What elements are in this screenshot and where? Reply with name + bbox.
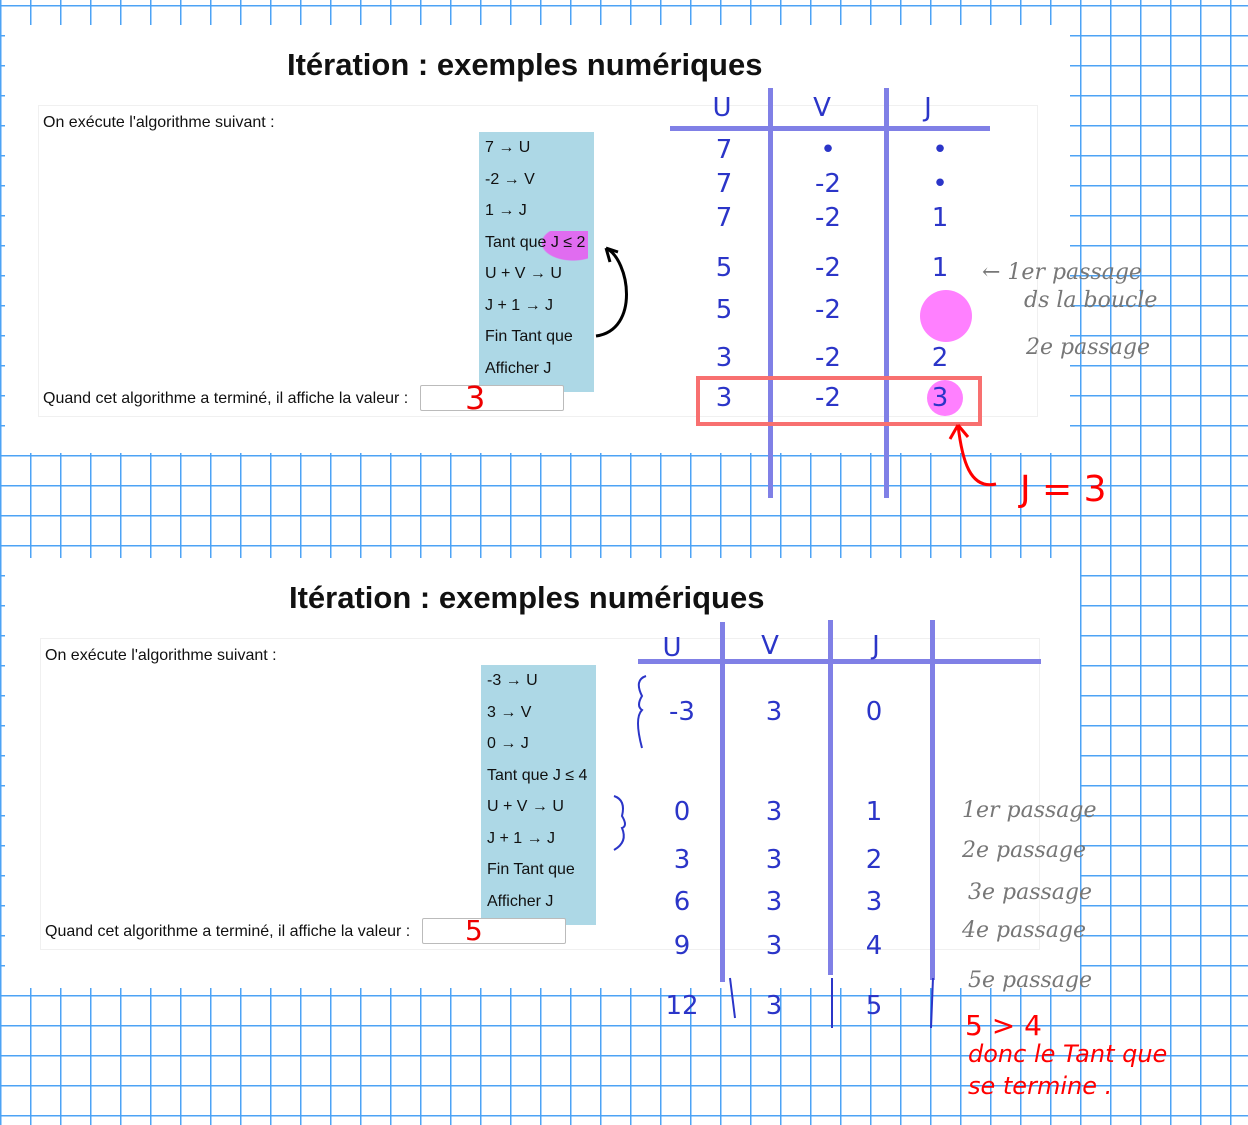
table-1-cell: • <box>932 135 948 165</box>
slide-1-algorithm: 7 → U -2 → V 1 → J Tant que J ≤ 2 U + V … <box>479 132 594 392</box>
table-2-cell: 3 <box>765 845 783 875</box>
table-1-cell: • <box>932 169 948 199</box>
conclusion-line: se termine . <box>968 1072 1113 1100</box>
table-2-divider <box>828 620 833 975</box>
note-first-pass: ← 1er passage <box>982 260 1142 285</box>
table-1-cell: 1 <box>931 203 949 233</box>
table-1-cell: 5 <box>715 253 733 283</box>
table-2-header-u: U <box>662 633 682 663</box>
table-1-divider <box>768 88 773 498</box>
algo-line: -2 → V <box>485 170 535 188</box>
brace-init <box>637 675 647 749</box>
table-1-header-j: J <box>924 93 932 123</box>
pass-note: 3e passage <box>968 880 1093 905</box>
table-2-cell: 5 <box>865 991 883 1021</box>
table-1-cell: 5 <box>715 295 733 325</box>
table-2-cell: 9 <box>673 931 691 961</box>
table-1-cell: -2 <box>815 253 841 283</box>
table-2-divider <box>720 622 725 982</box>
slide-2-answer-field[interactable]: 5 <box>422 917 566 945</box>
table-2-cell: 1 <box>865 797 883 827</box>
table-2-cell: 3 <box>765 931 783 961</box>
final-row-bars <box>729 977 934 1029</box>
note-in-loop: ds la boucle <box>1024 288 1158 313</box>
slide-2-intro: On exécute l'algorithme suivant : <box>45 647 277 664</box>
j2-highlight <box>920 290 972 342</box>
slide-1-answer-field[interactable]: 3 <box>420 382 564 414</box>
table-1-cell: 7 <box>715 169 733 199</box>
table-1-cell: -2 <box>815 169 841 199</box>
algo-line: 7 → U <box>485 139 531 156</box>
slide-2-algorithm: -3 → U 3 → V 0 → J Tant que J ≤ 4 U + V … <box>481 665 596 925</box>
algo-line: Fin Tant que <box>487 861 575 878</box>
table-2-cell: 3 <box>865 887 883 917</box>
table-1-cell: 1 <box>931 253 949 283</box>
table-2-cell: 0 <box>673 797 691 827</box>
table-2-cell: 3 <box>673 845 691 875</box>
algo-line: 1 → J <box>485 202 527 219</box>
brace-loop <box>613 795 626 851</box>
table-1-cell: • <box>820 135 836 165</box>
algo-line: Afficher J <box>485 359 552 377</box>
slide-1-intro: On exécute l'algorithme suivant : <box>43 114 275 131</box>
algo-line: 3 → V <box>487 703 532 721</box>
slide-2-title: Itération : exemples numériques <box>289 580 765 615</box>
table-1-cell: 2 <box>931 343 949 373</box>
algo-line: 0 → J <box>487 735 529 752</box>
slide-2-question: Quand cet algorithme a terminé, il affic… <box>45 923 411 940</box>
table-1-cell: 3 <box>931 383 949 413</box>
algo-line: Afficher J <box>487 892 554 910</box>
table-1-cell: 7 <box>715 135 733 165</box>
conclusion-line: 5 > 4 <box>965 1009 1042 1042</box>
table-2-header-line <box>638 659 1041 664</box>
pass-note: 5e passage <box>968 968 1093 993</box>
algo-line: U + V → U <box>487 798 564 815</box>
table-1-header-v: V <box>813 93 831 123</box>
table-2-cell: 2 <box>865 845 883 875</box>
conclusion-line: donc le Tant que <box>968 1040 1168 1068</box>
j3-highlight <box>927 380 963 416</box>
loop-arrow <box>595 246 628 338</box>
table-2-divider <box>930 620 935 980</box>
table-1-cell: -2 <box>815 383 841 413</box>
algo-line: -3 → U <box>487 672 538 689</box>
slide-1-title: Itération : exemples numériques <box>287 47 763 82</box>
table-2-cell: 3 <box>765 887 783 917</box>
table-2-cell: 3 <box>765 991 783 1021</box>
algo-line: J + 1 → J <box>487 829 556 847</box>
table-1-cell: -2 <box>815 203 841 233</box>
algo-line: Fin Tant que <box>485 328 573 345</box>
table-1-cell: -2 <box>815 343 841 373</box>
slide-1-question: Quand cet algorithme a terminé, il affic… <box>43 390 409 407</box>
algo-line: Tant que J ≤ 2 <box>485 230 588 262</box>
table-1-header-u: U <box>712 93 732 123</box>
table-1-header-line <box>670 126 990 131</box>
pass-note: 4e passage <box>962 918 1087 943</box>
table-2-cell: 6 <box>673 887 691 917</box>
final-row-box <box>696 376 982 426</box>
table-2-header-v: V <box>761 631 779 661</box>
pass-note: 2e passage <box>962 838 1087 863</box>
table-2-cell: 12 <box>665 991 699 1021</box>
table-2-cell: 4 <box>865 931 883 961</box>
table-1-cell: -2 <box>815 295 841 325</box>
table-1-cell: 7 <box>715 203 733 233</box>
pass-note: 1er passage <box>962 798 1097 823</box>
note-second-pass: 2e passage <box>1026 335 1151 360</box>
table-2-header-j: J <box>872 631 880 661</box>
algo-line: Tant que J ≤ 4 <box>487 766 588 784</box>
result-arrow <box>948 424 997 487</box>
table-2-cell: -3 <box>669 697 695 727</box>
table-2-cell: 3 <box>765 697 783 727</box>
table-1-cell: 3 <box>715 343 733 373</box>
table-2-cell: 0 <box>865 697 883 727</box>
result-j: J = 3 <box>1020 469 1107 510</box>
table-1-cell: 3 <box>715 383 733 413</box>
table-1-divider <box>884 88 889 498</box>
algo-line: J + 1 → J <box>485 296 554 314</box>
algo-line: U + V → U <box>485 265 562 282</box>
table-2-cell: 3 <box>765 797 783 827</box>
